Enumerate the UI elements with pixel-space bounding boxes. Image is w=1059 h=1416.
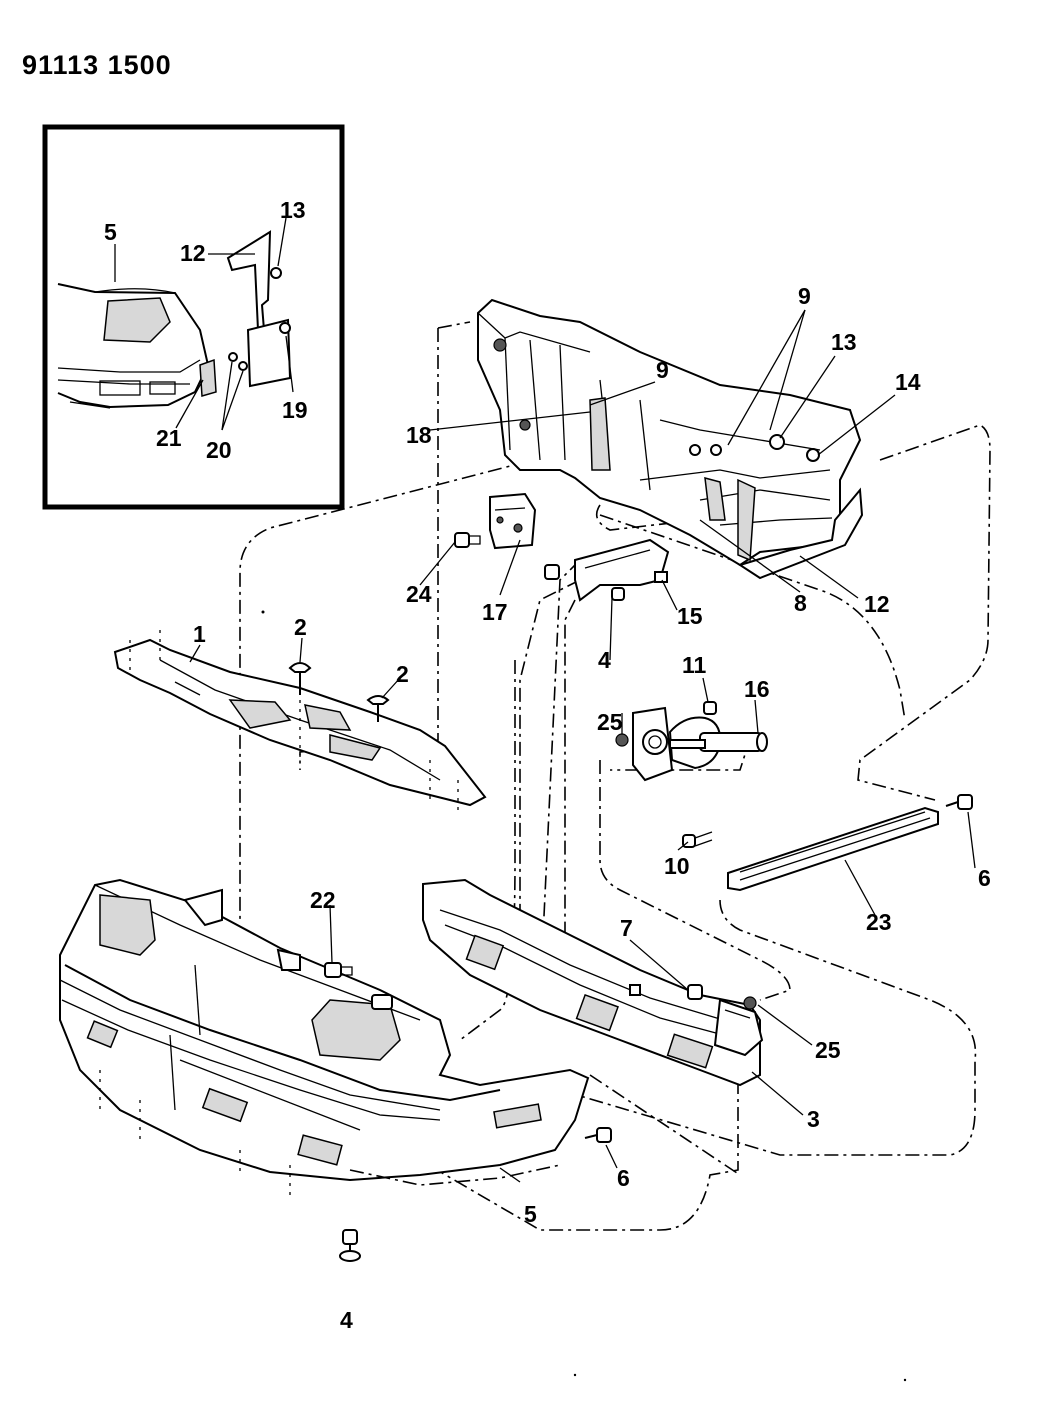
callout-1: 1 — [193, 621, 206, 647]
inset-frame — [42, 124, 345, 510]
air-deflector-1 — [113, 630, 487, 810]
callout-23: 23 — [866, 909, 892, 935]
callout-leaders — [189, 309, 976, 1183]
callout-10: 10 — [664, 853, 690, 879]
fastener-6-lower — [584, 1127, 612, 1143]
callouts: 1 2 2 3 4 4 5 6 6 7 8 9 9 10 11 12 13 14… — [193, 283, 991, 1333]
front-fascia-5 — [59, 878, 590, 1195]
strip-23 — [727, 794, 973, 892]
push-pins-2 — [288, 662, 390, 722]
callout-7: 7 — [620, 915, 633, 941]
inset-callout-5: 5 — [104, 219, 117, 245]
callout-8: 8 — [794, 590, 807, 616]
callout-4-upper: 4 — [598, 647, 611, 673]
bracket-17 — [489, 492, 537, 550]
inset-callout-21: 21 — [156, 425, 182, 451]
bolt-24 — [454, 532, 481, 548]
bracket-15 — [544, 538, 670, 602]
inset-callout-13: 13 — [280, 197, 306, 223]
bumper-reinforcement-3 — [422, 878, 764, 1087]
radiator-support-assembly — [477, 298, 864, 580]
callout-4-lower: 4 — [340, 1307, 353, 1333]
callout-5: 5 — [524, 1201, 537, 1227]
callout-6-lower: 6 — [617, 1165, 630, 1191]
callout-11: 11 — [682, 652, 707, 678]
inset-callout-20: 20 — [206, 437, 232, 463]
inset-view: 5 12 13 19 20 21 — [42, 124, 345, 510]
callout-25-upper: 25 — [597, 709, 623, 735]
callout-6-right: 6 — [978, 865, 991, 891]
callout-25-lower: 25 — [815, 1037, 841, 1063]
inset-callout-12: 12 — [180, 240, 206, 266]
inset-callout-19: 19 — [282, 397, 308, 423]
callout-16: 16 — [744, 676, 770, 702]
fastener-4-lower — [339, 1229, 361, 1262]
callout-14: 14 — [895, 369, 921, 395]
callout-15: 15 — [677, 603, 703, 629]
callout-2-left: 2 — [294, 614, 307, 640]
callout-3: 3 — [807, 1106, 820, 1132]
callout-18: 18 — [406, 422, 432, 448]
callout-12: 12 — [864, 591, 890, 617]
energy-absorber-16 — [615, 701, 768, 848]
callout-13: 13 — [831, 329, 857, 355]
callout-2-right: 2 — [396, 661, 409, 687]
callout-9-right: 9 — [798, 283, 811, 309]
callout-22: 22 — [310, 887, 336, 913]
callout-17: 17 — [482, 599, 508, 625]
callout-24: 24 — [406, 581, 432, 607]
figure-number: 91113 1500 — [22, 50, 172, 80]
callout-9-left: 9 — [656, 357, 669, 383]
